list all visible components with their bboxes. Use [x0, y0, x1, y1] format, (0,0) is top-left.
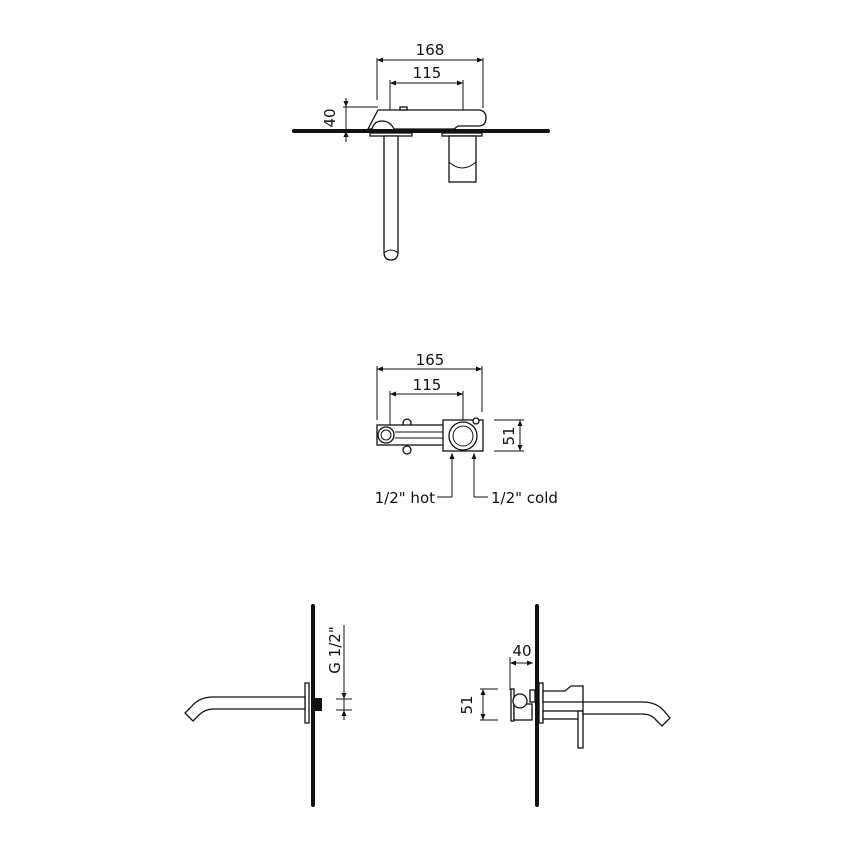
- lug-bottom: [402, 445, 412, 455]
- dim-label-168: 168: [416, 41, 445, 59]
- handle-top: [448, 135, 477, 183]
- dim-label-115: 115: [413, 64, 442, 82]
- thread-connector: [314, 698, 322, 711]
- lever-handle: [542, 685, 584, 703]
- label-cold-inlet: 1/2" cold: [491, 489, 558, 507]
- thread-label: G 1/2": [326, 626, 344, 673]
- body-connector: [529, 689, 536, 703]
- side-right-view: 40 51: [458, 604, 671, 807]
- spout-outlet: [377, 426, 395, 444]
- dim-label-165: 165: [416, 351, 445, 369]
- faucet-body-top: [366, 109, 487, 130]
- lever-base: [542, 710, 584, 720]
- dim-label-51-body: 51: [500, 426, 518, 445]
- lever-arm: [577, 710, 584, 749]
- body-valve: [512, 693, 528, 709]
- dim-label-115-body: 115: [413, 376, 442, 394]
- housing-screw: [472, 417, 480, 425]
- dim-label-40-side: 40: [512, 642, 531, 660]
- dimension-51-side: 51: [458, 688, 498, 721]
- inlet-hot-leader: [437, 453, 455, 498]
- dimension-115-body: 115: [389, 376, 464, 425]
- screw-detail: [399, 106, 408, 111]
- spout-left: [184, 696, 306, 722]
- dimension-g12: G 1/2": [326, 625, 352, 720]
- body-view: 165 115 51: [375, 351, 558, 507]
- dimension-40-top: 40: [321, 98, 378, 142]
- inlet-cold-leader: [471, 453, 488, 498]
- spout-top: [383, 135, 399, 261]
- spout-right: [582, 701, 671, 727]
- side-left-view: G 1/2": [184, 604, 352, 807]
- dimension-51-body: 51: [494, 419, 524, 452]
- dimension-168: 168: [376, 41, 484, 108]
- top-view: 168 115 40: [292, 41, 550, 261]
- label-hot-inlet: 1/2" hot: [375, 489, 435, 507]
- dimension-40-side: 40: [509, 642, 533, 690]
- dim-label-51-side: 51: [458, 695, 476, 714]
- dim-label-40: 40: [321, 108, 339, 127]
- dimension-165: 165: [376, 351, 483, 420]
- cover-plate-right: [538, 682, 544, 724]
